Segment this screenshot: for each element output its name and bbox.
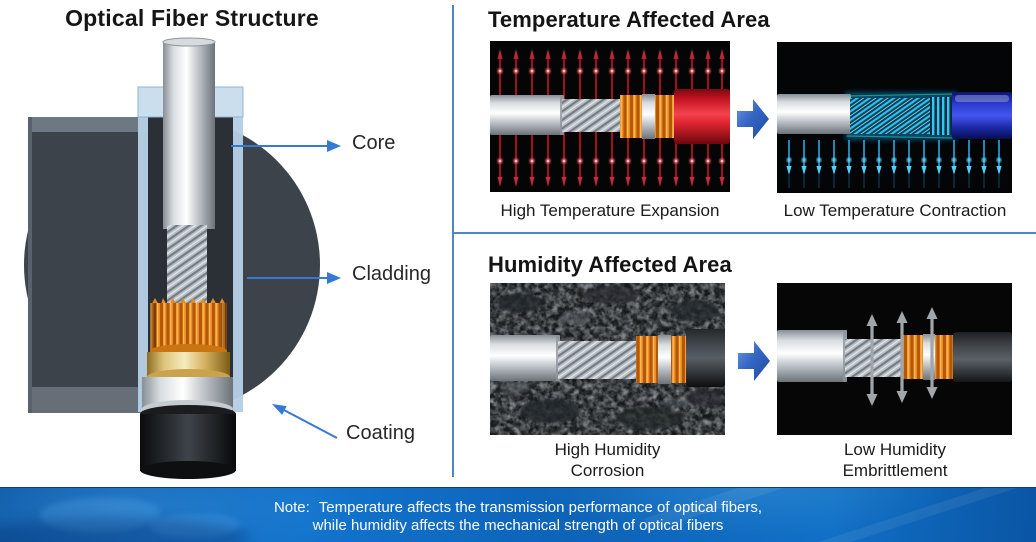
cable [490,89,730,144]
cable [777,330,1012,382]
coating-label: Coating [346,422,415,444]
high-humidity-caption: High Humidity Corrosion [480,439,735,481]
vertical-divider [452,5,454,477]
note-line1: Note: Temperature affects the transmissio… [0,499,1036,517]
coating-arrowhead-icon [272,404,287,415]
high-humidity-caption-line1: High Humidity [554,440,661,459]
outer-jacket [140,405,236,479]
banner-map-blob [40,498,160,532]
temperature-transition-arrow-icon [737,99,769,139]
fiber-structure-illustration [24,37,341,479]
high-humidity-corrosion-figure [490,283,725,435]
cladding-arrowhead-icon [327,272,341,284]
low-humidity-caption-line1: Low Humidity [843,440,947,459]
horizontal-divider [452,232,1036,234]
note-prefix: Note: [273,499,310,516]
note-line2: while humidity affects the mechanical st… [312,517,724,534]
core-cylinder [163,41,215,229]
low-temperature-caption: Low Temperature Contraction [783,201,1007,220]
low-humidity-caption-line2: Embrittlement [842,461,948,480]
cladding-label: Cladding [352,263,431,285]
banner-map-blob [150,514,240,538]
low-humidity-embrittlement-figure [777,283,1012,435]
temperature-section-heading: Temperature Affected Area [488,7,770,32]
copper-ring [150,298,227,358]
high-temperature-caption: High Temperature Expansion [500,201,720,220]
fiber-cable [140,37,236,479]
note-banner [0,487,1036,542]
cable [777,92,1012,139]
cold-rays [786,140,1001,188]
low-humidity-caption: Low Humidity Embrittlement [770,439,1020,481]
high-temperature-expansion-figure [490,41,730,192]
note-line1-text: Temperature affects the transmission per… [318,499,763,516]
humidity-transition-arrow-icon [738,341,770,381]
high-humidity-caption-line2: Corrosion [570,461,645,480]
cable [490,329,725,387]
core-label: Core [352,132,396,154]
humidity-section-heading: Humidity Affected Area [488,252,732,277]
core-arrowhead-icon [327,140,341,152]
note-text: Note: Temperature affects the transmissio… [0,499,1036,535]
page-title: Optical Fiber Structure [65,5,319,31]
steel-strands [167,225,207,303]
rock-texture [498,286,725,429]
low-temperature-contraction-figure [777,42,1012,193]
label-arrows [231,145,338,439]
